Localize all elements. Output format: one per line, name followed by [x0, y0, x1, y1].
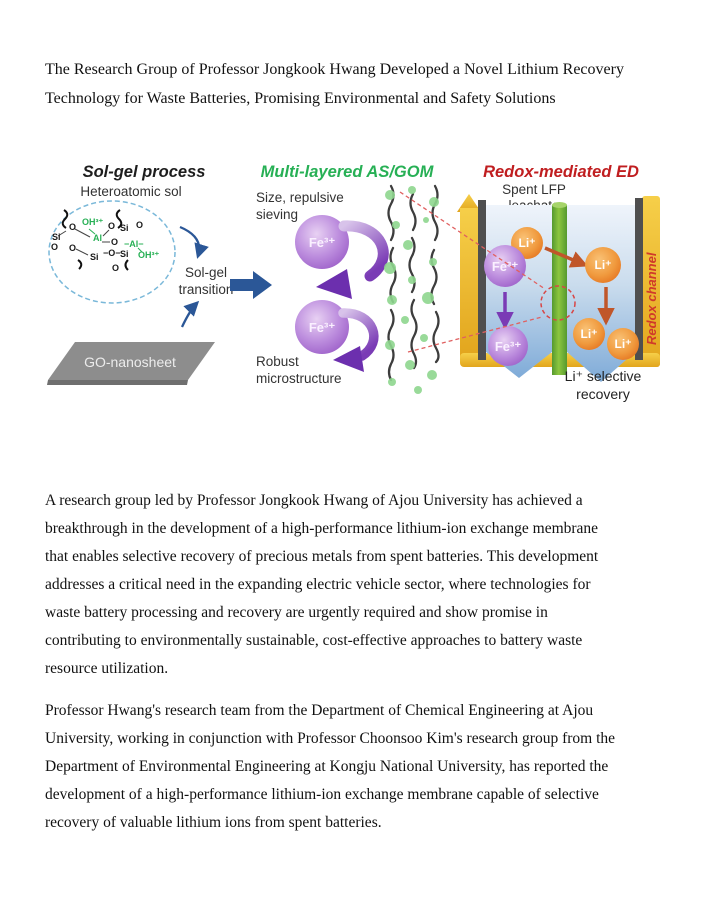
li-ion-label: Li⁺: [615, 337, 632, 351]
paragraph-1: A research group led by Professor Jongko…: [45, 492, 599, 677]
ed-panel: Redox-mediated ED Spent LFP leachate Red…: [457, 163, 660, 402]
chem-label: O: [108, 221, 115, 231]
polymer-squiggle: [115, 209, 123, 229]
chem-label: O: [112, 263, 119, 273]
chem-label: O: [136, 220, 143, 230]
chem-label: Al: [93, 233, 102, 243]
curved-arrow-down: [179, 225, 209, 259]
recovery-label: Li⁺ selective: [565, 368, 642, 384]
li-ion: [585, 247, 621, 283]
gold-left-bar: [460, 208, 478, 358]
fe-ion-label: Fe³⁺: [309, 320, 336, 335]
li-ion: [607, 328, 639, 360]
electrode-right: [635, 198, 643, 360]
li-ion-label: Li⁺: [581, 327, 598, 341]
chem-label: Si: [120, 249, 129, 259]
gold-right-bar: [642, 196, 660, 367]
ed-title: Redox-mediated ED: [483, 163, 639, 181]
li-ion-label: Li⁺: [595, 258, 612, 272]
redox-channel-label: Redox channel: [644, 252, 659, 345]
chemical-structure: Si O OH³⁺ Al O Si O O −Al− OH³⁺ O O Si −…: [51, 209, 159, 273]
polymer-squiggle: [124, 259, 129, 271]
process-arrow: [230, 271, 272, 299]
paragraph-2: Professor Hwang's research team from the…: [45, 702, 616, 831]
fe-ion-label: Fe³⁺: [492, 259, 519, 274]
sieving-label: sieving: [256, 207, 298, 222]
ion-exchange-membrane: [552, 205, 567, 375]
magnification-callout: [399, 191, 576, 353]
go-nanosheet-label: GO-nanosheet: [84, 354, 176, 370]
chem-label: −Al−: [124, 239, 144, 249]
bond: [137, 247, 143, 253]
chem-label: Si: [52, 232, 61, 242]
go-nanosheet-edge: [47, 380, 188, 385]
bond: [88, 228, 96, 235]
li-ion-label: Li⁺: [519, 236, 536, 250]
rejection-arrowhead: [333, 346, 364, 372]
bond: [102, 229, 110, 237]
rejection-arrowhead: [316, 269, 352, 299]
fe-ion: [295, 215, 349, 269]
chem-label: O: [69, 243, 76, 253]
heteroatomic-sol-label: Heteroatomic sol: [80, 184, 181, 199]
li-ion: [573, 318, 605, 350]
sieving-label: Size, repulsive: [256, 190, 344, 205]
solgel-transition-label: transition: [179, 282, 234, 297]
chem-label: Si: [90, 252, 99, 262]
robust-label: Robust: [256, 354, 299, 369]
solgel-transition-label: Sol-gel: [185, 265, 227, 280]
rejection-arrow: [338, 308, 379, 361]
chem-label: O: [51, 242, 58, 252]
membrane-title: Multi-layered AS/GOM: [261, 163, 435, 181]
chem-label: Si: [120, 223, 129, 233]
membrane-top: [552, 202, 567, 208]
recovery-label: recovery: [576, 386, 630, 402]
fe-ion-label: Fe³⁺: [495, 339, 522, 354]
solgel-title: Sol-gel process: [83, 163, 206, 181]
bond: [74, 228, 91, 238]
page-title: The Research Group of Professor Jongkook…: [45, 61, 624, 107]
leachate-label: Spent LFP: [502, 182, 566, 197]
bond: [57, 230, 67, 237]
membrane-panel: Multi-layered AS/GOM Size, repulsive sie…: [256, 163, 440, 394]
figure-svg: Sol-gel process Heteroatomic sol Si O OH…: [47, 163, 660, 402]
li-cross-arrow: [544, 246, 589, 268]
polymer-squiggle: [77, 259, 83, 270]
membrane-dots: [384, 186, 439, 394]
polymer-squiggle: [61, 209, 69, 229]
bond: [75, 248, 89, 256]
fe-ion: [488, 326, 528, 366]
curved-arrow-up: [180, 300, 200, 328]
chem-label: O: [69, 222, 76, 232]
fe-ion-label: Fe³⁺: [309, 235, 336, 250]
chem-label: −O−: [103, 248, 121, 258]
electrode-left: [478, 200, 486, 360]
chem-label: OH³⁺: [138, 250, 159, 260]
redox-flow-arrowhead: [457, 194, 481, 212]
fe-ion: [295, 300, 349, 354]
sol-ellipse: [48, 200, 176, 304]
research-figure: Sol-gel process Heteroatomic sol Si O OH…: [40, 150, 665, 405]
chem-label: O: [111, 237, 118, 247]
rejection-arrow: [338, 220, 389, 282]
robust-label: microstructure: [256, 371, 342, 386]
go-nanosheet: [48, 342, 215, 380]
solgel-panel: Sol-gel process Heteroatomic sol Si O OH…: [47, 163, 272, 385]
chem-label: OH³⁺: [82, 217, 103, 227]
